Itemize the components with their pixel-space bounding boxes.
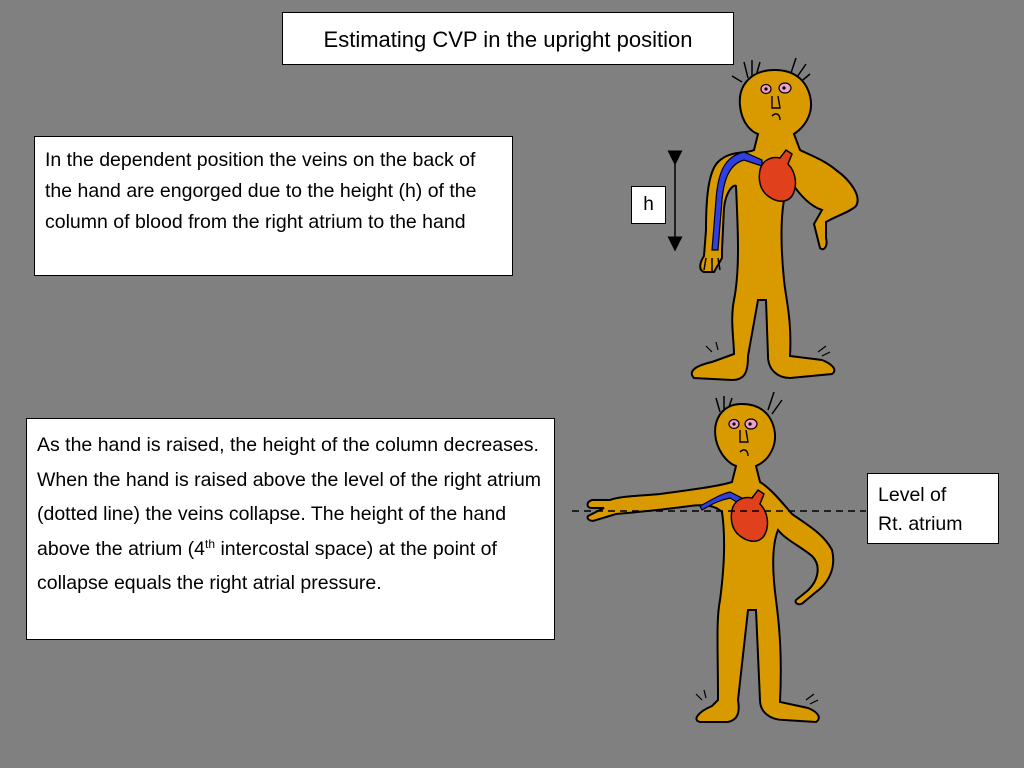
hair-strands (715, 391, 783, 415)
mouth (771, 113, 781, 121)
leg-hairs (705, 341, 831, 357)
atrium-level-label-box: Level of Rt. atrium (867, 473, 999, 544)
height-label-box: h (631, 186, 666, 224)
description-raised-hand: As the hand is raised, the height of the… (26, 418, 555, 640)
body-silhouette (586, 402, 835, 724)
description-part-1: As the hand is raised, the height of the… (37, 434, 542, 560)
figure-arm-raised (572, 391, 866, 724)
heart (730, 488, 769, 542)
atrium-level-label-line1: Level of (878, 484, 947, 506)
fingers (703, 257, 721, 272)
nose (771, 95, 781, 109)
nose (739, 429, 749, 443)
atrium-level-label-line2: Rt. atrium (878, 513, 963, 535)
description-superscript: th (205, 536, 216, 551)
mouth (739, 449, 749, 457)
description-dependent-position: In the dependent position the veins on t… (34, 136, 513, 276)
heart (758, 148, 797, 202)
figure-arm-down (667, 57, 859, 382)
leg-hairs (695, 689, 819, 705)
page-title: Estimating CVP in the upright position (282, 12, 734, 65)
description-part-2: intercostal space) at the point of colla… (37, 537, 497, 595)
body-silhouette (690, 68, 859, 382)
vein (711, 151, 763, 251)
